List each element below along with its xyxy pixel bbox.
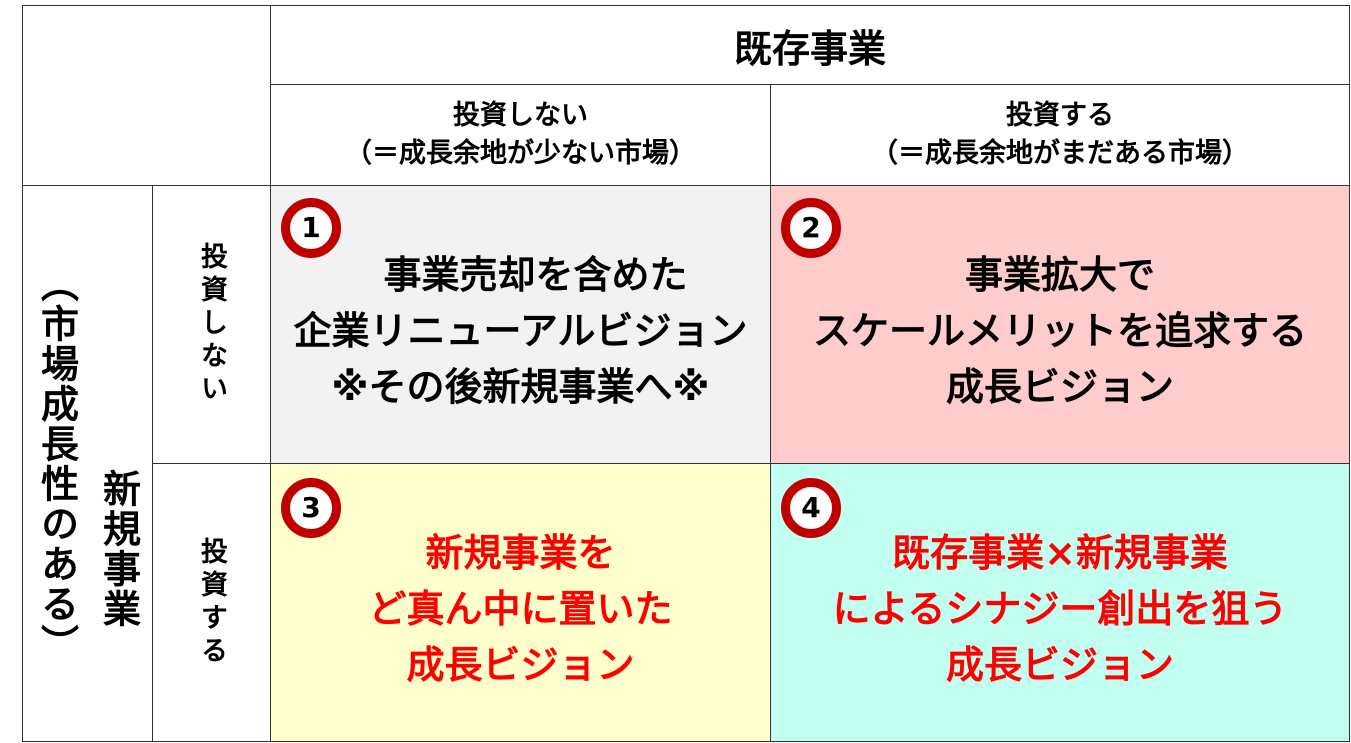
- header-existing-business: 既存事業: [270, 5, 1350, 85]
- quadrant-text: 成長ビジョン: [406, 642, 635, 687]
- quadrant-text: 事業売却を含めた: [383, 252, 688, 297]
- quadrant-4: 4 既存事業×新規事業 によるシナジー創出を狙う 成長ビジョン: [770, 463, 1350, 742]
- quadrant-3: 3 新規事業を ど真ん中に置いた 成長ビジョン: [270, 463, 771, 742]
- row-header-text: 新規事業 （市場成長性のある）: [26, 264, 150, 664]
- column-header-line2: （＝成長余地がまだある市場）: [871, 138, 1249, 169]
- corner-cell: [22, 5, 271, 186]
- quadrant-1: 1 事業売却を含めた 企業リニューアルビジョン ※その後新規事業へ※: [270, 185, 771, 464]
- quadrant-text: 既存事業×新規事業: [892, 530, 1228, 575]
- column-header-line2: （＝成長余地が少ない市場）: [345, 138, 696, 169]
- column-header-no-invest: 投資しない （＝成長余地が少ない市場）: [270, 84, 771, 186]
- quadrant-text: によるシナジー創出を狙う: [832, 586, 1288, 631]
- row-label-text: 投資する: [196, 536, 227, 669]
- row-label-invest: 投資する: [152, 463, 271, 742]
- quadrant-text: ※その後新規事業へ※: [331, 364, 710, 409]
- quadrant-text: 事業拡大で: [964, 252, 1155, 297]
- row-label-no-invest: 投資しない: [152, 185, 271, 464]
- row-header-title: 新規事業: [96, 468, 141, 629]
- quadrant-text: 企業リニューアルビジョン: [293, 308, 748, 353]
- number-circle-icon: 1: [281, 198, 341, 258]
- column-header-line1: 投資する: [1006, 100, 1114, 131]
- number-circle-icon: 2: [781, 198, 841, 258]
- row-header-subtitle: （市場成長性のある）: [34, 263, 79, 664]
- quadrant-text: 成長ビジョン: [945, 364, 1174, 409]
- column-header-invest: 投資する （＝成長余地がまだある市場）: [770, 84, 1350, 186]
- quadrant-text: 新規事業を: [425, 530, 616, 575]
- number-circle-icon: 3: [281, 478, 341, 538]
- row-header-new-business: 新規事業 （市場成長性のある）: [22, 185, 153, 742]
- number-circle-icon: 4: [781, 478, 841, 538]
- quadrant-2: 2 事業拡大で スケールメリットを追求する 成長ビジョン: [770, 185, 1350, 464]
- quadrant-text: ど真ん中に置いた: [368, 586, 673, 631]
- row-label-text: 投資しない: [196, 242, 227, 407]
- quadrant-text: スケールメリットを追求する: [812, 308, 1307, 353]
- column-header-line1: 投資しない: [453, 100, 588, 131]
- quadrant-text: 成長ビジョン: [945, 642, 1174, 687]
